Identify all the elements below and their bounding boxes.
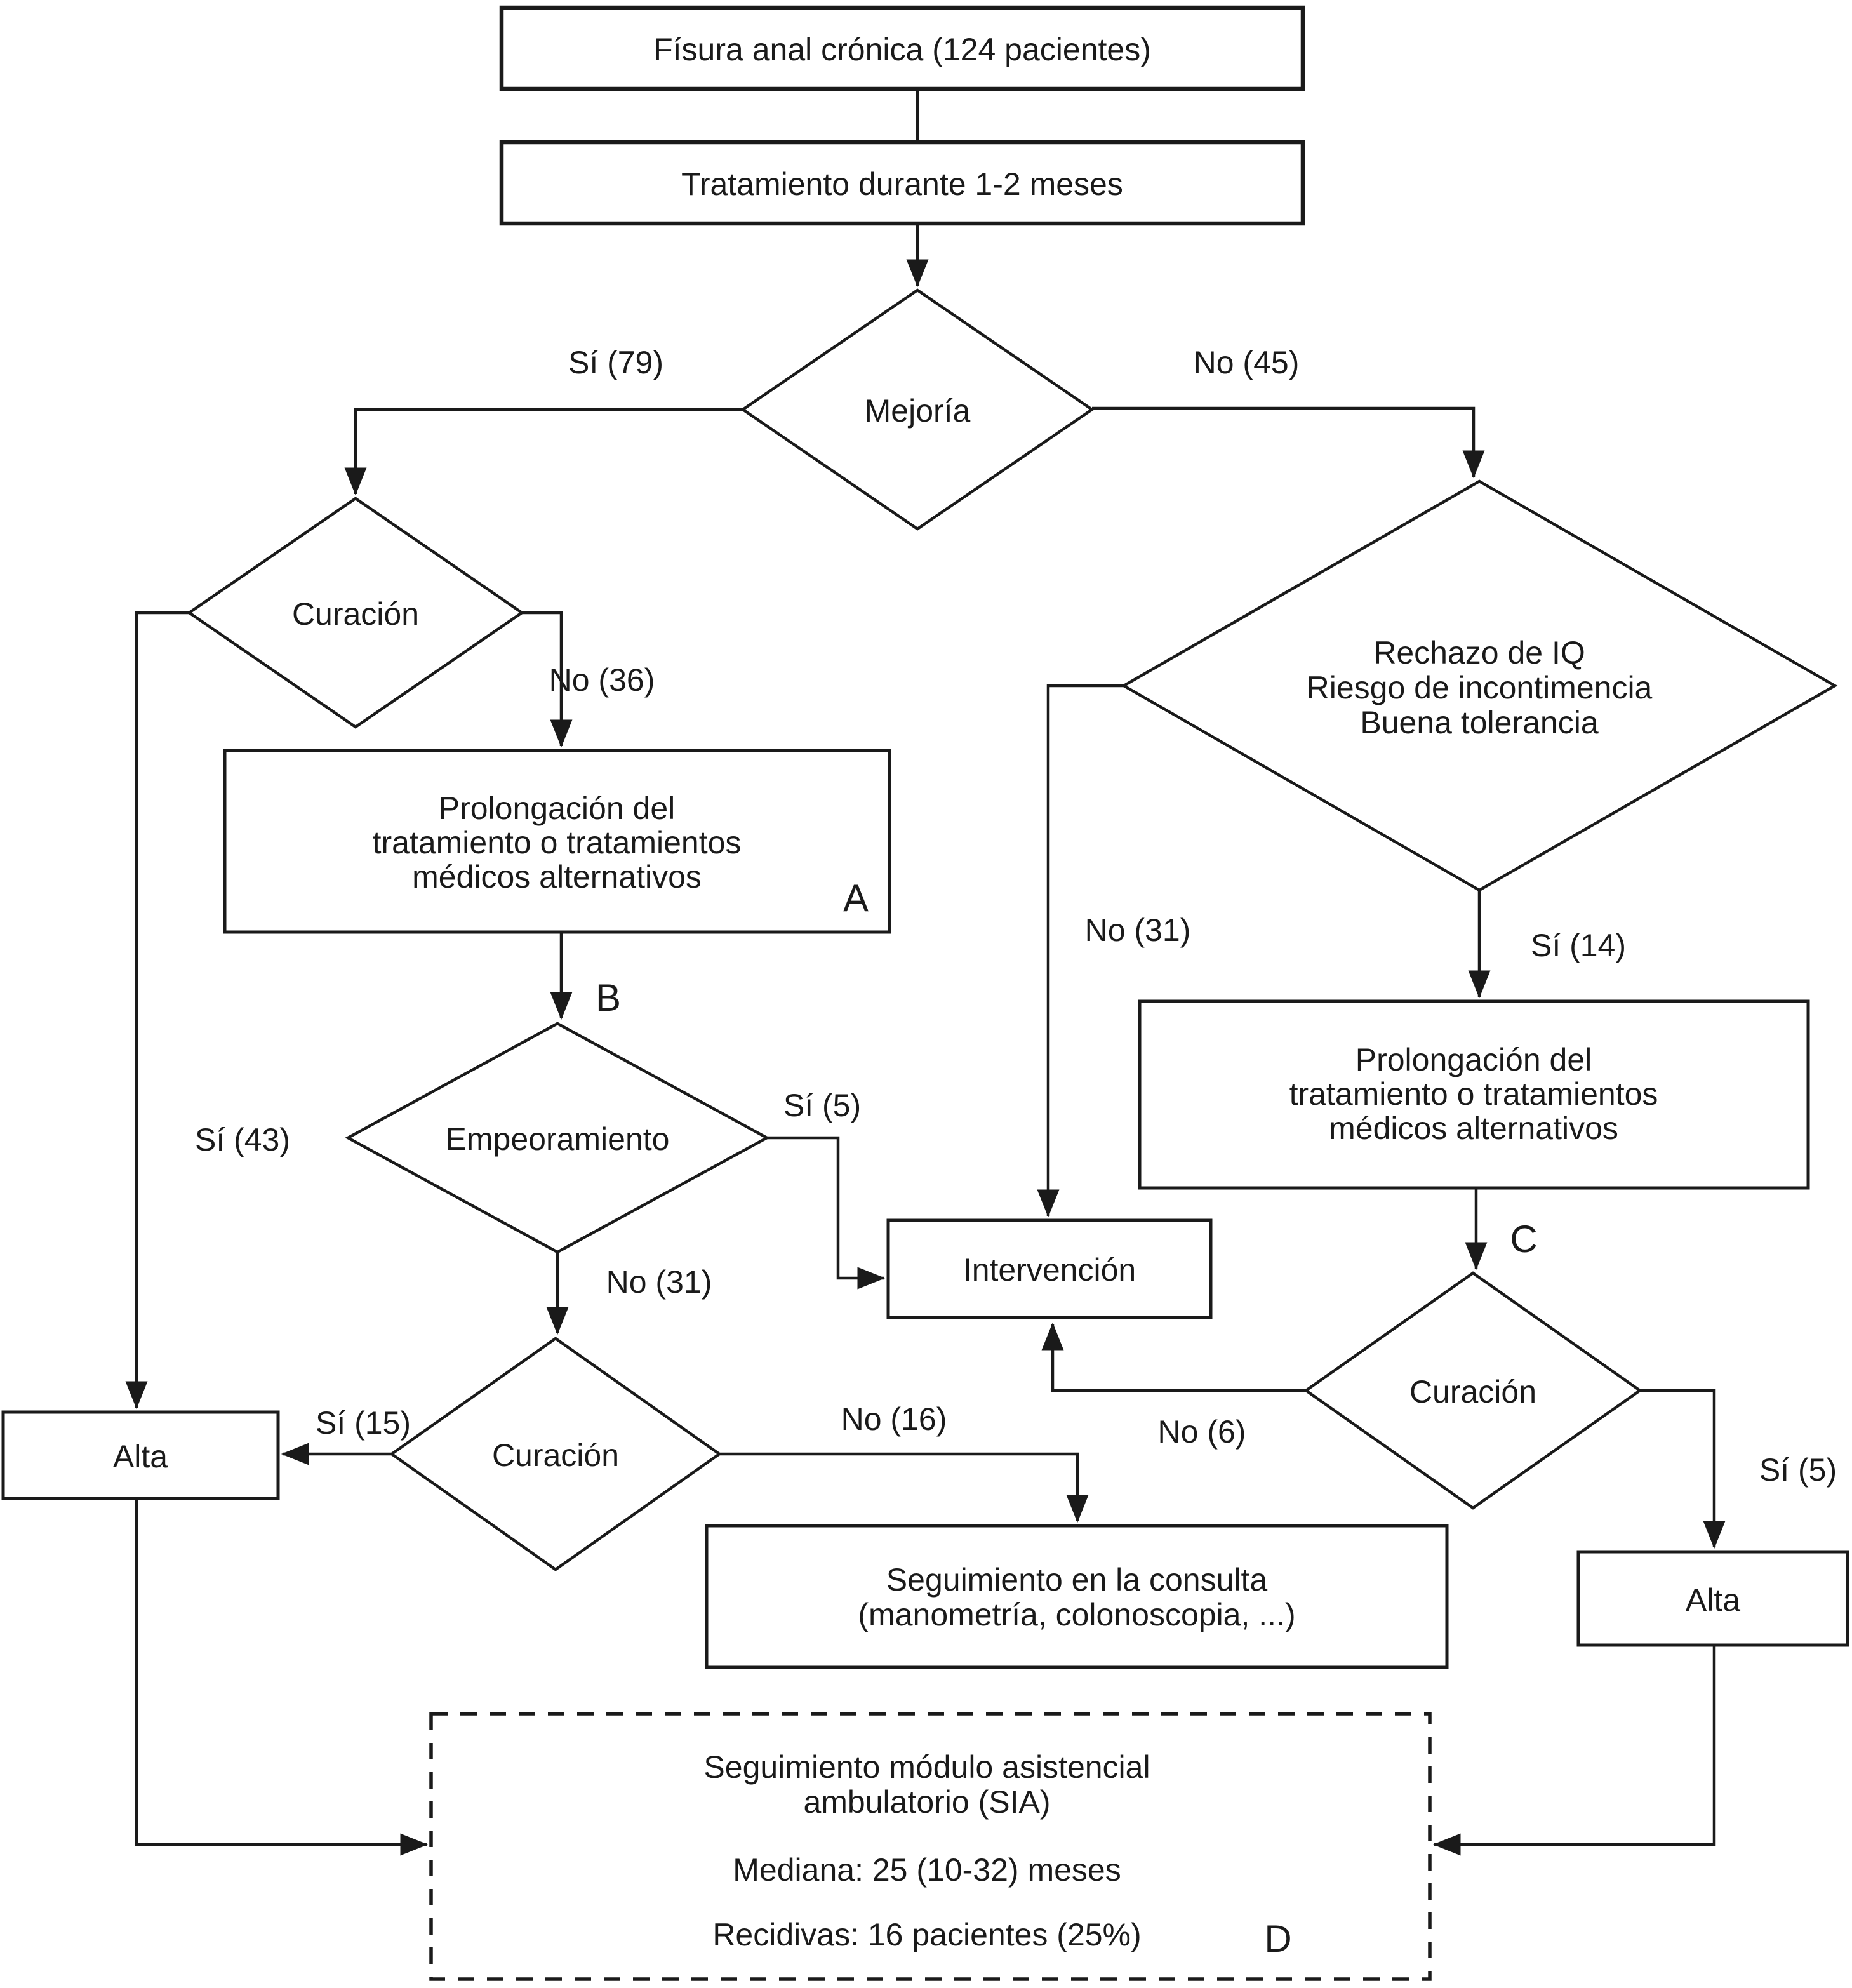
edge-label-curacion-centro-no: No (16) — [841, 1401, 947, 1437]
edge-rechazo-intervencion-no — [1037, 684, 1124, 1218]
node-curacion-centro-label: Curación — [492, 1438, 619, 1473]
edge-label-curacion-izq-no: No (36) — [549, 662, 655, 698]
node-curacion-centro: Curación — [389, 1337, 722, 1571]
node-alta-der: Alta — [1576, 1550, 1849, 1647]
marker-a-label: A — [843, 877, 869, 919]
node-alta-izq: Alta — [1, 1410, 280, 1500]
edge-curacion-centro-seguimiento-no — [719, 1452, 1089, 1523]
edge-label-mejoria-si: Sí (79) — [568, 345, 663, 380]
edge-label-curacion-der-no: No (6) — [1158, 1414, 1246, 1450]
edge-mejoria-curacion-si — [344, 408, 743, 496]
edge-label-curacion-izq-si: Sí (43) — [195, 1122, 290, 1157]
node-rechazo-line2: Riesgo de incontimencia — [1307, 670, 1653, 705]
edge-curacion-izq-alta-si — [125, 611, 189, 1410]
edge-curacion-der-alta-si — [1640, 1389, 1726, 1549]
node-intervencion-label: Intervención — [963, 1252, 1136, 1288]
node-mejoria: Mejoría — [740, 288, 1095, 531]
node-prolongacion-a: Prolongación del tratamiento o tratamien… — [223, 749, 891, 934]
node-tratamiento-label: Tratamiento durante 1-2 meses — [681, 166, 1123, 202]
node-curacion-der: Curación — [1303, 1271, 1642, 1510]
node-sia: Seguimiento módulo asistencial ambulator… — [429, 1712, 1432, 1981]
node-alta-izq-box — [1, 1410, 280, 1500]
edge-label-rechazo-si: Sí (14) — [1531, 928, 1626, 963]
node-prolongacion-c-line1: Prolongación del — [1356, 1042, 1592, 1077]
edge-curacion-der-intervencion-no — [1041, 1322, 1306, 1392]
marker-b-label: B — [596, 977, 621, 1019]
node-rechazo: Rechazo de IQ Riesgo de incontimencia Bu… — [1121, 479, 1838, 892]
edge-alta-izq-sia — [135, 1498, 429, 1856]
edge-curacion-izq-prolongacion-no — [522, 611, 573, 748]
node-empeoramiento-label: Empeoramiento — [446, 1121, 670, 1157]
node-tratamiento-box — [499, 140, 1305, 226]
node-prolongacion-c-box — [1138, 999, 1810, 1190]
node-alta-der-box — [1576, 1550, 1849, 1647]
node-rechazo-diamond — [1121, 479, 1838, 892]
edge-label-mejoria-no: No (45) — [1194, 345, 1300, 380]
edge-empeoramiento-intervencion-si — [767, 1136, 886, 1290]
node-prolongacion-c-line3: médicos alternativos — [1329, 1111, 1618, 1146]
node-seguimiento-consulta-line1: Seguimiento en la consulta — [886, 1562, 1268, 1598]
node-curacion-der-diamond — [1303, 1271, 1642, 1510]
nodes: Físura anal crónica (124 pacientes) Trat… — [1, 5, 1849, 1981]
node-curacion-izq-diamond — [187, 497, 524, 729]
marker-c-label: C — [1510, 1218, 1537, 1260]
node-prolongacion-c-line2: tratamiento o tratamientos — [1289, 1076, 1658, 1112]
node-seguimiento-consulta-box — [705, 1524, 1449, 1669]
edge-label-curacion-der-si: Sí (5) — [1759, 1452, 1837, 1488]
node-seguimiento-consulta-line2: (manometría, colonoscopia, ...) — [858, 1597, 1295, 1632]
node-empeoramiento-diamond — [345, 1022, 770, 1254]
node-sia-line2: ambulatorio (SIA) — [803, 1784, 1050, 1820]
node-sia-line1: Seguimiento módulo asistencial — [703, 1749, 1150, 1785]
edge-mejoria-rechazo-no — [1092, 406, 1485, 479]
edge-label-curacion-centro-si: Sí (15) — [316, 1405, 411, 1441]
edges — [125, 89, 1726, 1856]
node-fisura-box — [499, 5, 1305, 91]
node-rechazo-line3: Buena tolerancia — [1360, 705, 1598, 740]
node-prolongacion-a-line3: médicos alternativos — [412, 859, 702, 895]
node-curacion-der-label: Curación — [1409, 1374, 1536, 1410]
marker-d-label: D — [1264, 1918, 1291, 1960]
node-alta-izq-label: Alta — [113, 1439, 168, 1474]
edge-labels: Sí (79) No (45) No (36) Sí (43) B Sí (5)… — [195, 345, 1837, 1488]
node-prolongacion-a-box — [223, 749, 891, 934]
node-prolongacion-a-line2: tratamiento o tratamientos — [373, 825, 742, 860]
edge-alta-der-sia — [1432, 1645, 1716, 1856]
node-curacion-izq: Curación — [187, 497, 524, 729]
node-empeoramiento: Empeoramiento — [345, 1022, 770, 1254]
edge-label-empeoramiento-si: Sí (5) — [783, 1088, 861, 1123]
node-seguimiento-consulta: Seguimiento en la consulta (manometría, … — [705, 1524, 1449, 1669]
node-prolongacion-c: Prolongación del tratamiento o tratamien… — [1138, 999, 1810, 1190]
node-fisura-label: Físura anal crónica (124 pacientes) — [653, 32, 1151, 67]
node-curacion-centro-diamond — [389, 1337, 722, 1571]
edge-label-empeoramiento-no: No (31) — [606, 1264, 712, 1300]
node-fisura: Físura anal crónica (124 pacientes) — [499, 5, 1305, 91]
node-mejoria-label: Mejoría — [865, 393, 971, 429]
node-curacion-izq-label: Curación — [292, 596, 419, 632]
node-intervencion: Intervención — [886, 1218, 1213, 1319]
node-mejoria-diamond — [740, 288, 1095, 531]
node-sia-box — [429, 1712, 1432, 1981]
node-alta-der-label: Alta — [1686, 1582, 1740, 1618]
node-prolongacion-a-line1: Prolongación del — [439, 791, 676, 826]
node-rechazo-line1: Rechazo de IQ — [1373, 635, 1585, 670]
node-tratamiento: Tratamiento durante 1-2 meses — [499, 140, 1305, 226]
node-sia-mediana: Mediana: 25 (10-32) meses — [733, 1852, 1121, 1888]
node-intervencion-box — [886, 1218, 1213, 1319]
edge-label-rechazo-no: No (31) — [1085, 912, 1191, 948]
node-sia-recidivas: Recidivas: 16 pacientes (25%) — [712, 1917, 1141, 1952]
